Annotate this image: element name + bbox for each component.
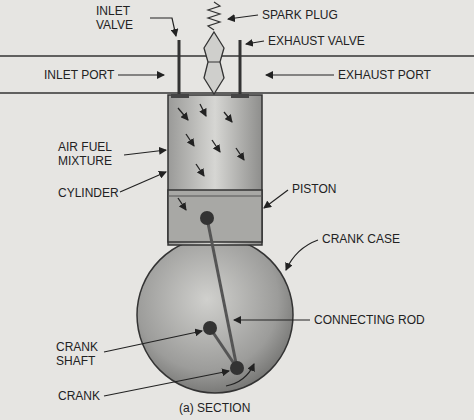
part-label: CRANK SHAFT [56, 340, 104, 368]
part-label: EXHAUST VALVE [268, 34, 365, 48]
part-label: SPARK PLUG [262, 8, 338, 22]
part-label: INLET VALVE [96, 4, 152, 32]
crank-arm [210, 328, 237, 368]
exhaust-valve-stem [239, 40, 242, 95]
crank-shaft [203, 321, 217, 335]
piston [168, 190, 262, 242]
spark-plug [204, 32, 224, 94]
leader-lines [104, 15, 334, 396]
rotation-arrow [226, 364, 254, 386]
crank-pin [230, 361, 244, 375]
port-line [0, 92, 474, 94]
part-label: CONNECTING ROD [314, 313, 425, 327]
piston-ring [168, 196, 262, 197]
inlet-valve-stem [178, 40, 181, 95]
inlet-valve-head [171, 94, 189, 98]
cylinder [168, 95, 262, 245]
exhaust-valve-head [231, 94, 249, 98]
part-label: CYLINDER [58, 186, 119, 200]
part-label: CRANK CASE [322, 232, 400, 246]
part-label: PISTON [292, 182, 336, 196]
piston-pin [200, 211, 214, 225]
spark-plug-band [208, 62, 220, 63]
figure-caption: (a) SECTION [179, 401, 250, 415]
spark-plug-wire [208, 2, 220, 30]
mixture-arrows [178, 104, 244, 210]
port-line [0, 55, 474, 57]
connecting-rod [207, 218, 237, 368]
part-label: EXHAUST PORT [338, 68, 431, 82]
part-label: AIR FUEL MIXTURE [58, 140, 122, 168]
part-label: INLET PORT [44, 68, 114, 82]
part-label: CRANK [58, 389, 100, 403]
